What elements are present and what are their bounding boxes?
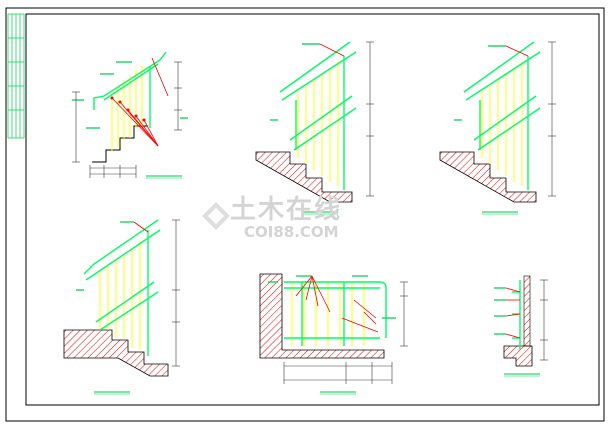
inner-border xyxy=(25,13,600,406)
detail-4 xyxy=(63,219,180,395)
outer-border xyxy=(5,7,605,422)
detail-2 xyxy=(255,41,374,215)
left-title-strip xyxy=(7,13,25,139)
detail-5 xyxy=(259,273,408,395)
diamond-logo-icon xyxy=(202,202,230,230)
detail-6 xyxy=(494,275,548,377)
detail-3 xyxy=(439,41,556,215)
detail-1 xyxy=(72,51,188,179)
